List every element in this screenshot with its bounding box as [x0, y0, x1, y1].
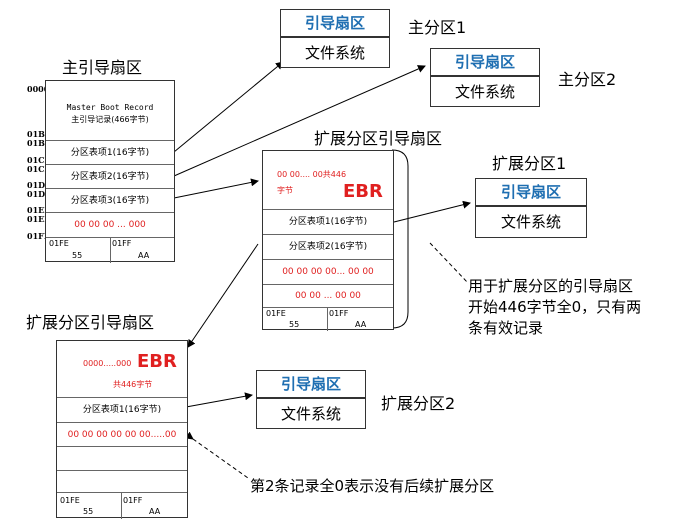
ebr1-sig1-addr: 01FE [266, 309, 286, 318]
ebr1-signature-row: 01FE 55 01FF AA [263, 307, 393, 331]
primary1-filesystem: 文件系统 [280, 37, 390, 68]
arrow-to-extended1 [393, 200, 471, 223]
ebr1-box: 00 00.... 00共446 字节 EBR 分区表项1(16字节) 分区表项… [262, 150, 394, 331]
ebr2-partition-entry-3 [57, 446, 187, 470]
mbr-sig-cell-1: 01FE 55 [46, 238, 111, 263]
ebr1-tag: EBR [343, 181, 383, 202]
mbr-address: 01DE [27, 189, 52, 199]
ebr1-partition-entry-1: 分区表项1(16字节) [263, 209, 393, 234]
mbr-sig1-value: 55 [72, 251, 83, 260]
mbr-address: 01EE [27, 214, 51, 224]
ebr2-partition-entry-2: 00 00 00 00 00 00.....00 [57, 422, 187, 446]
extended1-label: 扩展分区1 [492, 154, 567, 173]
ebr1-sig2-value: AA [355, 320, 367, 329]
ebr-note: 用于扩展分区的引导扇区 开始446字节全0，只有两 条有效记录 [468, 276, 641, 339]
ebr-note-line2: 开始446字节全0，只有两 [468, 298, 642, 316]
dashed-note2 [184, 431, 249, 479]
primary1-label: 主分区1 [408, 18, 467, 37]
ebr1-header-text: 00 00.... 00共446 [277, 170, 347, 179]
mbr-partition-entry-1: 分区表项1(16字节) [46, 140, 174, 164]
mbr-sig2-value: AA [138, 251, 150, 260]
mbr-signature-row: 01FE 55 01FF AA [46, 237, 174, 263]
ebr1-partition-entry-2: 分区表项2(16字节) [263, 234, 393, 259]
mbr-address: 01ED [27, 205, 52, 215]
mbr-box: Master Boot Record 主引导记录(466字节) 分区表项1(16… [45, 80, 175, 263]
arrow-to-primary1 [173, 61, 284, 153]
extended1-filesystem: 文件系统 [475, 206, 587, 238]
ebr2-sig2-value: AA [149, 507, 161, 516]
mbr-address: 01BD [27, 129, 52, 139]
ebr2-sig2-addr: 01FF [123, 496, 143, 505]
extended1-boot-sector: 引导扇区 [475, 178, 587, 206]
ebr1-header-text2: 字节 [277, 186, 293, 195]
mbr-title: 主引导扇区 [62, 58, 143, 77]
ebr1-sig-cell-1: 01FE 55 [263, 308, 328, 331]
ebr2-header-text2: 共446字节 [113, 380, 153, 389]
ebr1-bracket [391, 149, 409, 329]
mbr-partition-entry-3: 分区表项3(16字节) [46, 188, 174, 212]
ebr2-partition-entry-4 [57, 470, 187, 492]
mbr-address: 01BE [27, 138, 51, 148]
mbr-address: 01FD [27, 231, 51, 241]
mbr-header-line1: Master Boot Record [66, 103, 154, 112]
mbr-partition-entry-4: 00 00 00 ... 000 [46, 212, 174, 237]
mbr-address: 0000 [27, 84, 50, 94]
ebr1-partition-entry-3: 00 00 00 00... 00 00 [263, 259, 393, 284]
mbr-sig2-addr: 01FF [112, 239, 132, 248]
ebr-note-line3: 条有效记录 [468, 319, 544, 337]
ebr2-box: 0000.....000 共446字节 EBR 分区表项1(16字节) 00 0… [56, 340, 188, 519]
mbr-address: 01DD [27, 180, 53, 190]
ebr2-signature-row: 01FE 55 01FF AA [57, 492, 187, 519]
mbr-address: 01CD [27, 155, 52, 165]
ebr1-sig2-addr: 01FF [329, 309, 349, 318]
ebr2-sig-cell-1: 01FE 55 [57, 493, 122, 519]
ebr2-title: 扩展分区引导扇区 [26, 313, 155, 332]
ebr2-sig1-addr: 01FE [60, 496, 80, 505]
dashed-note1 [429, 242, 469, 284]
ebr1-sig1-value: 55 [289, 320, 300, 329]
extended2-label: 扩展分区2 [381, 394, 456, 413]
mbr-partition-entry-2: 分区表项2(16字节) [46, 164, 174, 188]
no-next-extended-note: 第2条记录全0表示没有后续扩展分区 [250, 477, 495, 495]
mbr-header-line2: 主引导记录(466字节) [71, 115, 149, 124]
primary2-filesystem: 文件系统 [430, 76, 540, 107]
primary2-label: 主分区2 [558, 70, 617, 89]
mbr-sig1-addr: 01FE [49, 239, 69, 248]
arrow-to-ebr1 [173, 178, 259, 199]
arrow-to-extended2 [185, 392, 253, 408]
ebr2-sig1-value: 55 [83, 507, 94, 516]
ebr1-title: 扩展分区引导扇区 [314, 129, 443, 148]
mbr-address: 01CE [27, 164, 51, 174]
ebr-note-line1: 用于扩展分区的引导扇区 [468, 277, 634, 295]
primary2-boot-sector: 引导扇区 [430, 48, 540, 76]
extended2-boot-sector: 引导扇区 [256, 370, 366, 398]
arrow-to-primary2 [173, 65, 426, 177]
ebr2-partition-entry-1: 分区表项1(16字节) [57, 397, 187, 422]
extended2-filesystem: 文件系统 [256, 398, 366, 429]
primary1-boot-sector: 引导扇区 [280, 9, 390, 37]
ebr1-partition-entry-4: 00 00 ... 00 00 [263, 284, 393, 307]
arrow-to-ebr2 [187, 243, 259, 348]
ebr2-tag: EBR [137, 351, 177, 372]
ebr2-header-text: 0000.....000 [83, 359, 132, 368]
